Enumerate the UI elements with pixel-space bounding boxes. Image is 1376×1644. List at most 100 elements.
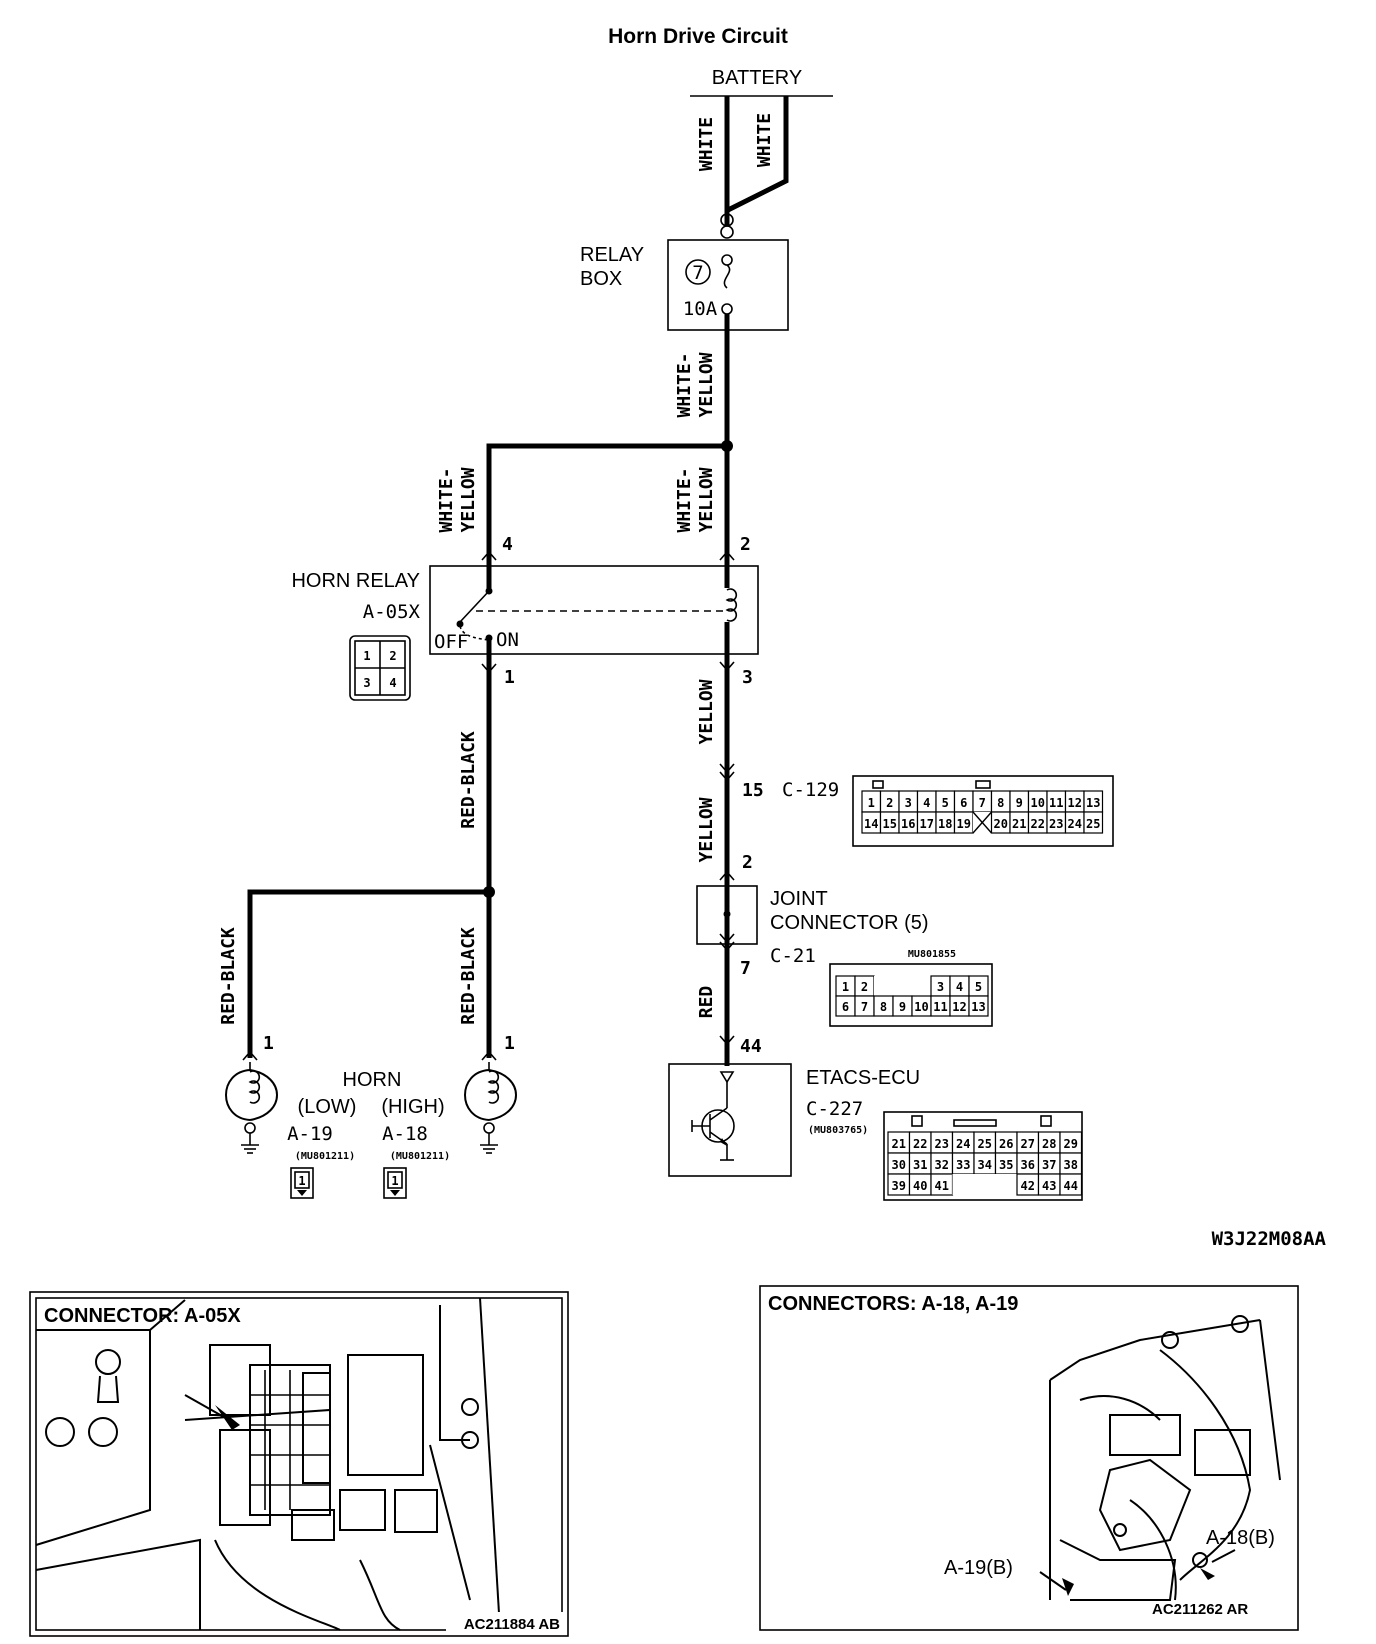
- wire-label-c129-to-joint: YELLOW: [696, 797, 717, 862]
- horn-low-connector-pin: 1: [298, 1174, 305, 1188]
- c21-pin-label: 7: [861, 1000, 868, 1014]
- c129-label: C-129: [782, 779, 839, 801]
- c21-pin-label: 3: [937, 980, 944, 994]
- c227-pin-label: 21: [892, 1137, 906, 1151]
- c227-pin-label: 26: [999, 1137, 1013, 1151]
- c21-pin-label: 8: [880, 1000, 887, 1014]
- wire-label-relay-left-2: YELLOW: [458, 467, 479, 532]
- relay-pin-diagram: 1 2 3 4: [349, 635, 411, 701]
- on-label: ON: [496, 629, 519, 651]
- horn-high-connector-pin: 1: [391, 1174, 398, 1188]
- c129-pin-label: 9: [1016, 796, 1023, 810]
- off-label: OFF: [434, 631, 468, 653]
- horn-high-connector-face: 1: [383, 1167, 407, 1199]
- c227-pin-label: 23: [935, 1137, 949, 1151]
- engine-bay-sketch-right: [1039, 1315, 1281, 1601]
- horn-label: HORN: [343, 1069, 402, 1091]
- c227-cell: [1059, 1173, 1083, 1196]
- horn-labels: HORN (LOW) (HIGH) A-19 A-18 (MU801211) (…: [287, 1069, 450, 1199]
- c129-pin-label: 16: [901, 817, 915, 831]
- c227-pin-label: 28: [1042, 1137, 1056, 1151]
- c21-cell: [912, 976, 931, 996]
- c227-pin-label: 36: [1021, 1158, 1035, 1172]
- relay-box-label-line2: BOX: [580, 268, 622, 290]
- c227-pin-label: 29: [1064, 1137, 1078, 1151]
- battery-wires: WHITE WHITE: [696, 96, 789, 214]
- wire-label-joint-to-ecu: RED: [696, 986, 717, 1019]
- c129-pin-label: 14: [864, 817, 878, 831]
- c21-pin-label: 5: [975, 980, 982, 994]
- panel-connectors-a18-a19: CONNECTORS: A-18, A-19 A-18(B) A-19(B) A…: [759, 1285, 1299, 1631]
- c129-pin-label: 1: [868, 796, 875, 810]
- panel-left-title: CONNECTOR: A-05X: [44, 1305, 241, 1327]
- horn-high: [464, 1062, 517, 1154]
- wire-label-horn-high: RED-BLACK: [458, 927, 479, 1025]
- relay-box-label-line1: RELAY: [580, 244, 644, 266]
- c129-pin-label: 20: [994, 817, 1008, 831]
- relay-pin-2: 2: [740, 534, 751, 555]
- relay-pin-1: 1: [504, 667, 515, 688]
- fuse-number-circle: [685, 259, 711, 285]
- c227-pin-label: 31: [913, 1158, 927, 1172]
- horn-high-part-no: (MU801211): [390, 1151, 450, 1162]
- c227-pin-label: 25: [978, 1137, 992, 1151]
- c227-pin-label: 22: [913, 1137, 927, 1151]
- c129-pin-label: 17: [920, 817, 934, 831]
- c227-pin-label: 43: [1042, 1179, 1056, 1193]
- wire-label-relay-to-c129: YELLOW: [696, 679, 717, 744]
- horn-high-pin: 1: [504, 1033, 515, 1054]
- horn-relay-connector: A-05X: [363, 601, 421, 623]
- c129-pin-label: 24: [1068, 817, 1082, 831]
- c129-pin-label: 19: [957, 817, 971, 831]
- fuse-rating: 10A: [683, 298, 718, 320]
- fuse-output-wire: WHITE- YELLOW: [674, 314, 730, 446]
- wire-label-horn-low: RED-BLACK: [218, 927, 239, 1025]
- c227-pin-label: 32: [935, 1158, 949, 1172]
- joint-part-no: MU801855: [908, 949, 956, 960]
- c129-pin-label: 3: [905, 796, 912, 810]
- wire-label-fuse-out-2: YELLOW: [696, 352, 717, 417]
- ecu-pin-44: 44: [740, 1036, 762, 1057]
- c129-pin-label: 5: [942, 796, 949, 810]
- c129-pin-label: 18: [938, 817, 952, 831]
- horn-low-label: (LOW): [298, 1096, 357, 1118]
- c129-pin-label: 10: [1031, 796, 1045, 810]
- c227-pin-label: 35: [999, 1158, 1013, 1172]
- c129-pin-label: 8: [997, 796, 1004, 810]
- etacs-label: ETACS-ECU: [806, 1067, 920, 1089]
- diagram-code: W3J22M08AA: [1212, 1228, 1327, 1250]
- relay-pin-4: 4: [502, 534, 513, 555]
- panel-right-code: AC211262 AR: [1152, 1601, 1248, 1618]
- wire-label-relay-right-2: YELLOW: [696, 467, 717, 532]
- c21-pin-label: 10: [914, 1000, 928, 1014]
- wire-label-fuse-out-1: WHITE-: [674, 352, 695, 417]
- c129-blank-mark: [972, 811, 993, 834]
- c129-pin-label: 23: [1049, 817, 1063, 831]
- c129-pin-label: 13: [1086, 796, 1100, 810]
- c227-cell: [995, 1174, 1017, 1195]
- c227-pin-label: 38: [1064, 1158, 1078, 1172]
- wire-label-relay-left-1: WHITE-: [436, 467, 457, 532]
- horn-high-connector: A-18: [382, 1123, 428, 1145]
- relay-pin-cell-3: 3: [363, 676, 370, 690]
- c227-pin-label: 37: [1042, 1158, 1056, 1172]
- c227-pin-label: 41: [935, 1179, 949, 1193]
- c21-cell: [893, 976, 912, 996]
- c227-pin-label: 42: [1021, 1179, 1035, 1193]
- horn-high-label: (HIGH): [381, 1096, 444, 1118]
- c129-pin-label: 21: [1012, 817, 1026, 831]
- c227-pin-label: 24: [956, 1137, 970, 1151]
- diagram-title: Horn Drive Circuit: [608, 25, 788, 48]
- joint-pin-2: 2: [742, 852, 753, 873]
- c21-cell: [874, 976, 893, 996]
- upper-junction: WHITE- YELLOW WHITE- YELLOW 4 2: [436, 440, 751, 561]
- joint-pin-7: 7: [740, 958, 751, 979]
- panel-right-title: CONNECTORS: A-18, A-19: [768, 1293, 1018, 1315]
- etacs-connector: C-227: [806, 1098, 863, 1120]
- fuse-number: 7: [692, 262, 703, 284]
- panel-left-code: AC211884 AB: [464, 1616, 560, 1633]
